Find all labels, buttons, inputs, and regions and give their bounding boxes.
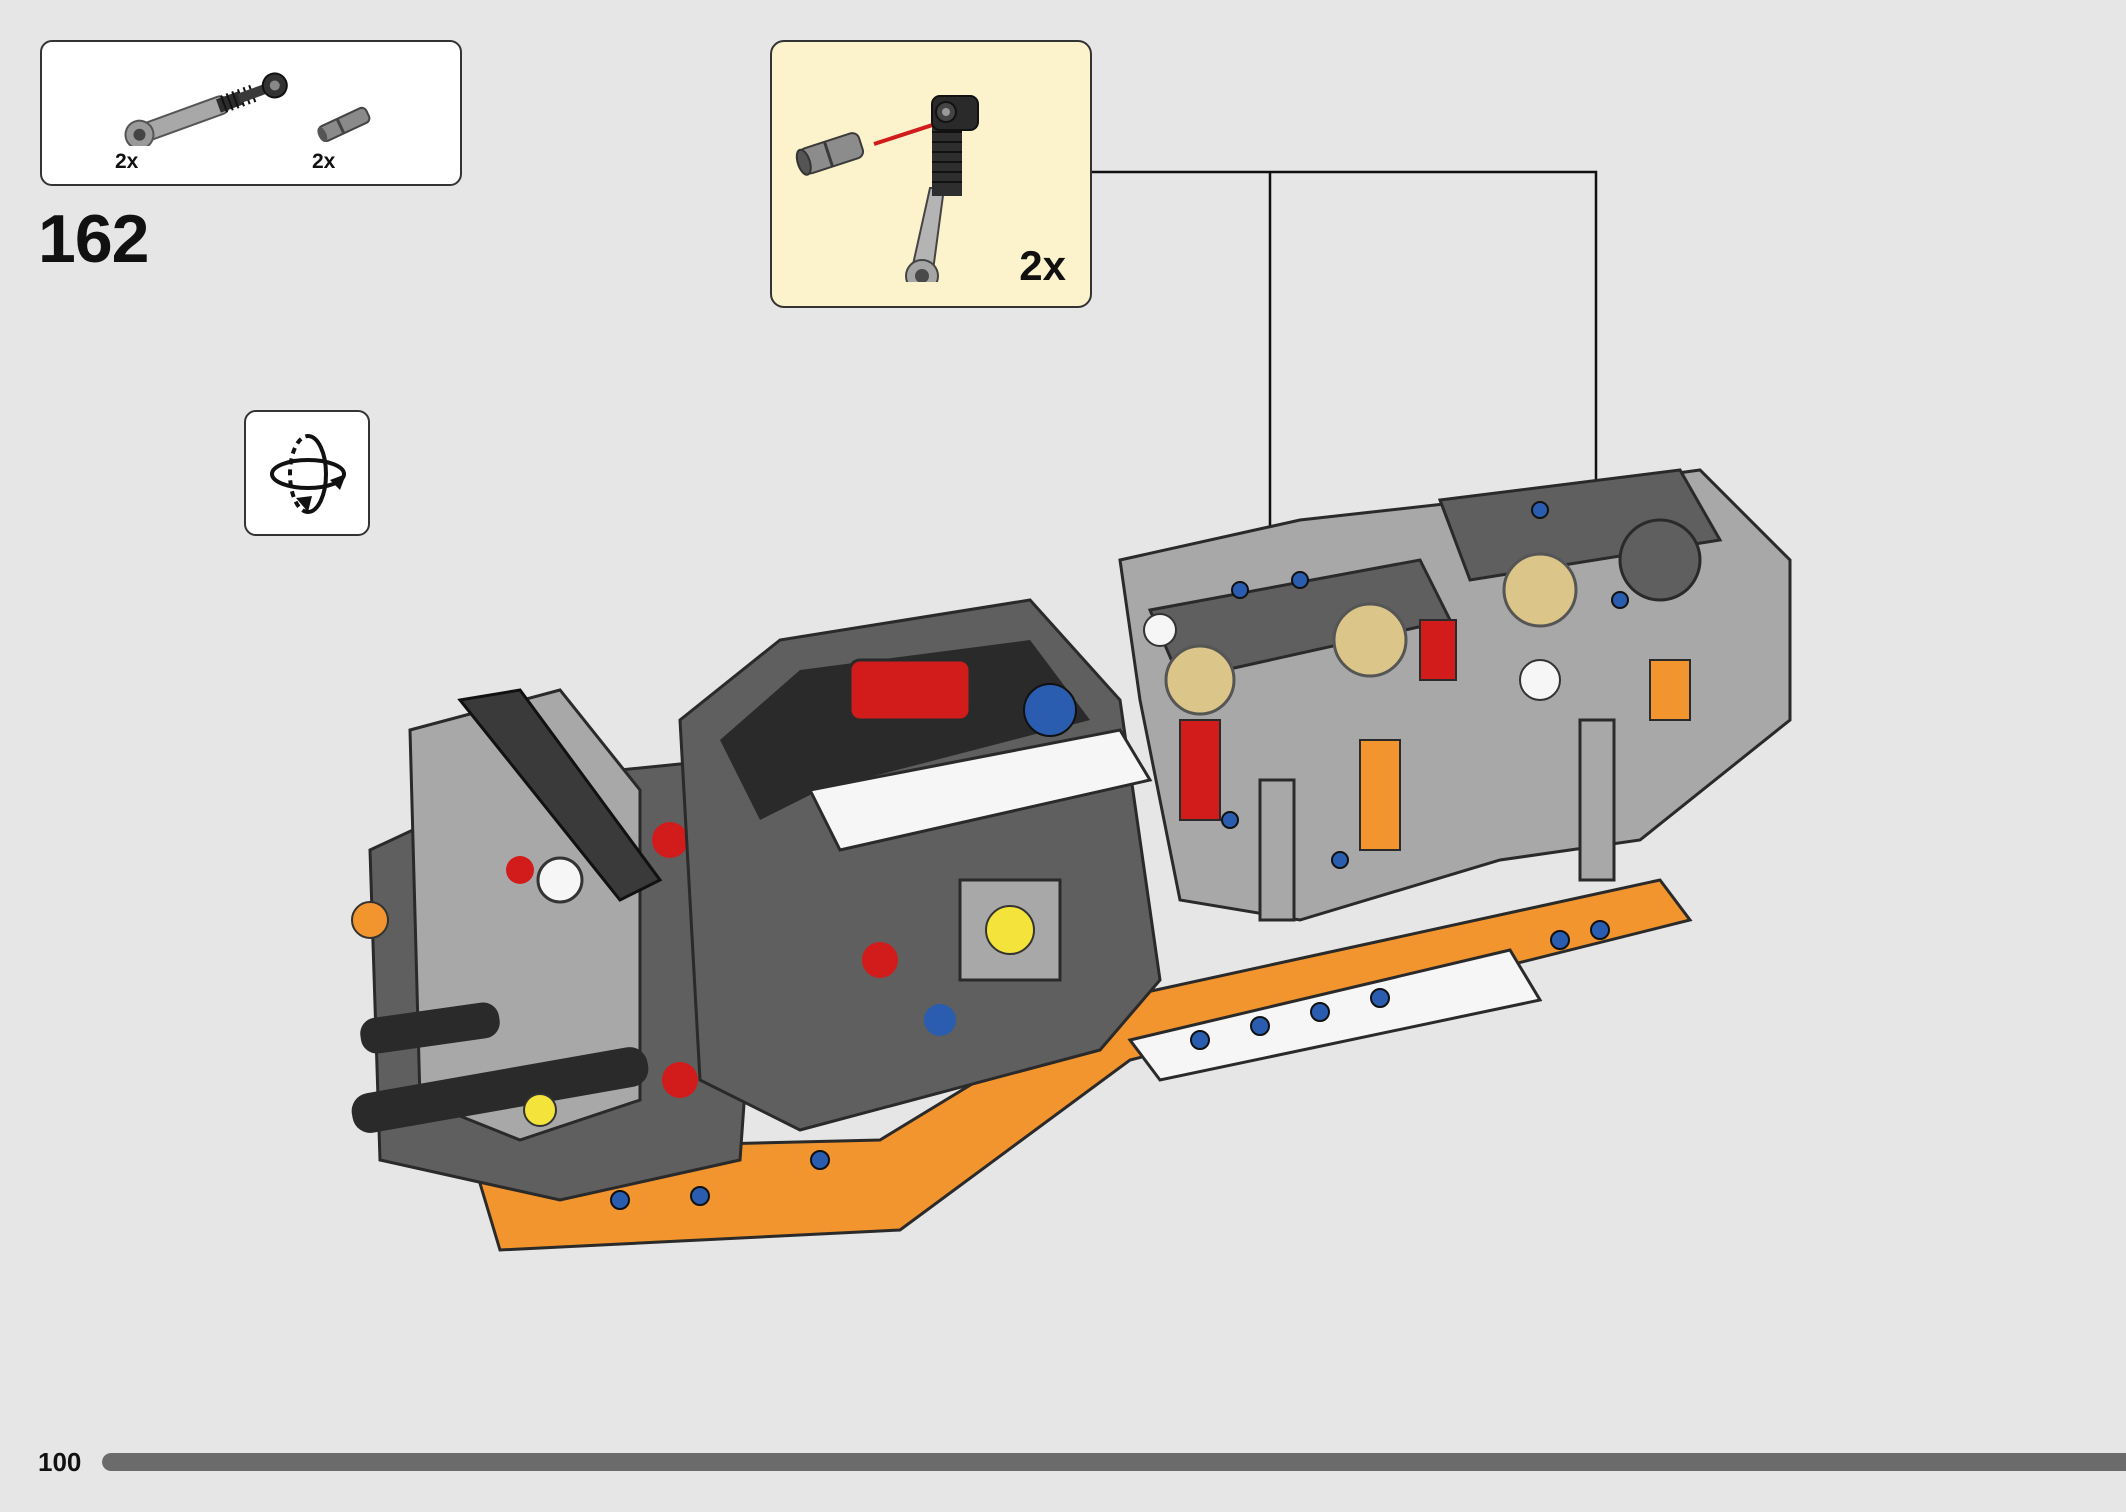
subassembly-quantity: 2x [1019, 242, 1066, 289]
connector-peg-quantity: 2x [312, 150, 336, 173]
shock-absorber-quantity: 2x [115, 150, 139, 173]
front-gear-section [1118, 468, 1792, 922]
connector-peg-icon [795, 132, 865, 176]
subassembly-illustration [795, 95, 979, 282]
progress-fill [102, 1453, 2126, 1471]
parts-list: 2x 2x [40, 40, 462, 186]
step-number: 162 [38, 201, 149, 277]
mid-frame [678, 598, 1162, 1132]
progress-bar [102, 1453, 2126, 1471]
orange-frame [467, 878, 1693, 1252]
connector-peg-part-icon [317, 106, 371, 143]
rotate-model-icon [270, 434, 346, 514]
subassembly-callout: 2x [770, 40, 1092, 308]
rotate-model-box [244, 410, 370, 536]
page-number: 100 [38, 1447, 82, 1477]
rear-chassis [351, 688, 762, 1202]
shock-absorber-icon [905, 95, 979, 282]
shock-absorber-part-icon [124, 72, 288, 146]
